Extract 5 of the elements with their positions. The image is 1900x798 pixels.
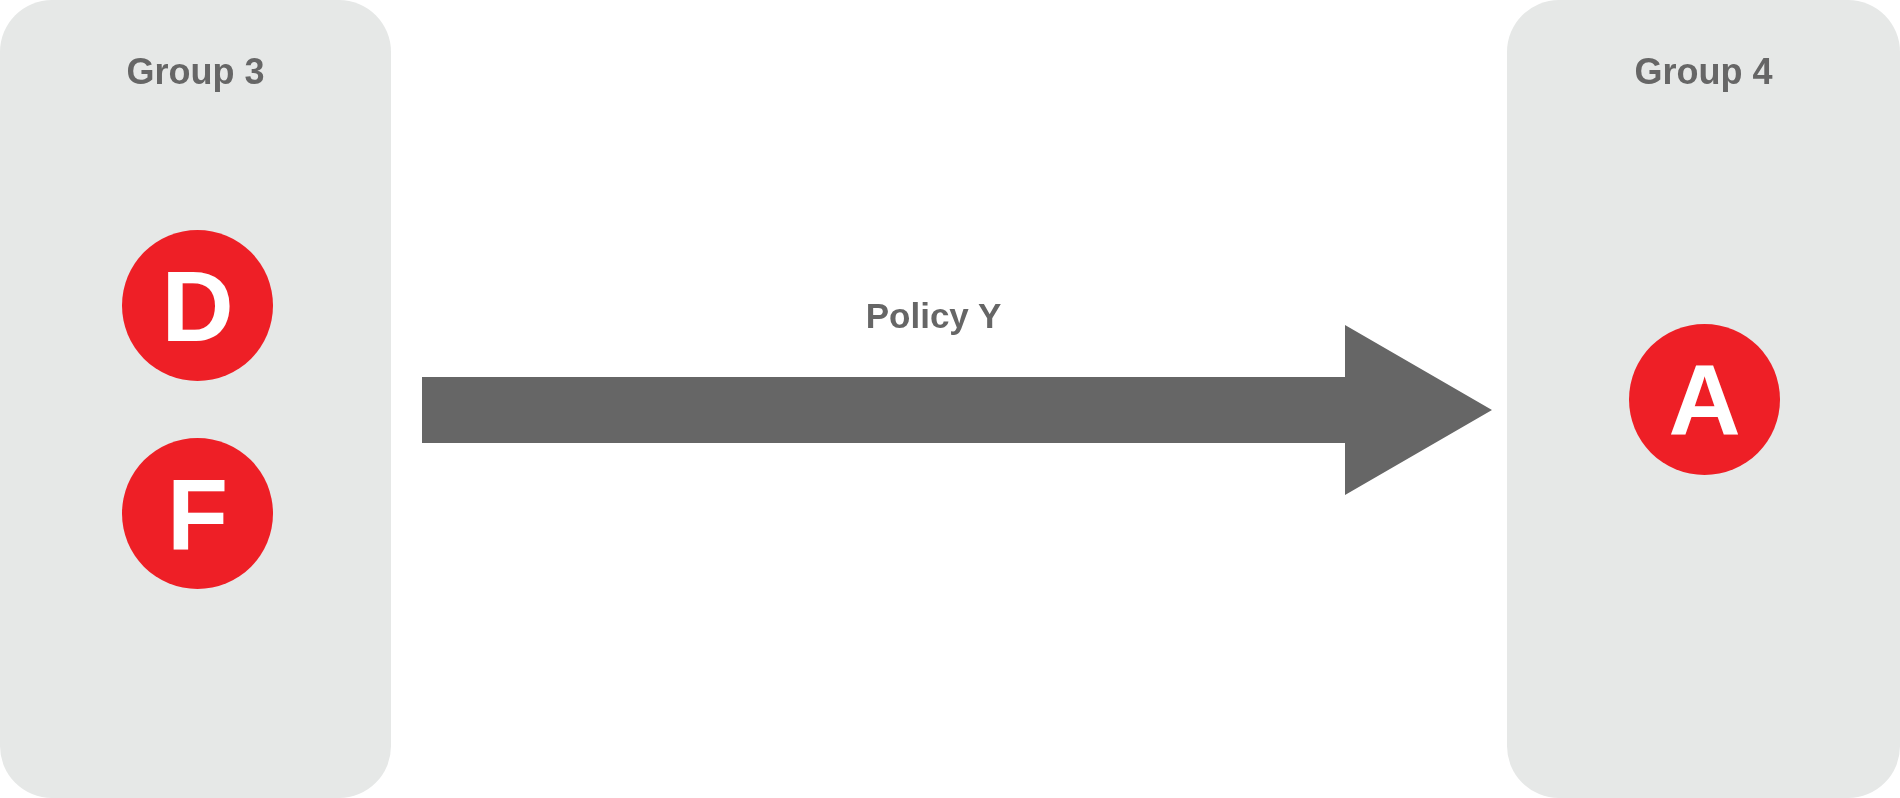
group-title: Group 3 [125, 54, 266, 90]
group-panel [1507, 0, 1900, 798]
group-title: Group 4 [1633, 54, 1774, 90]
group-panel [0, 0, 391, 798]
block-arrow [422, 325, 1492, 495]
